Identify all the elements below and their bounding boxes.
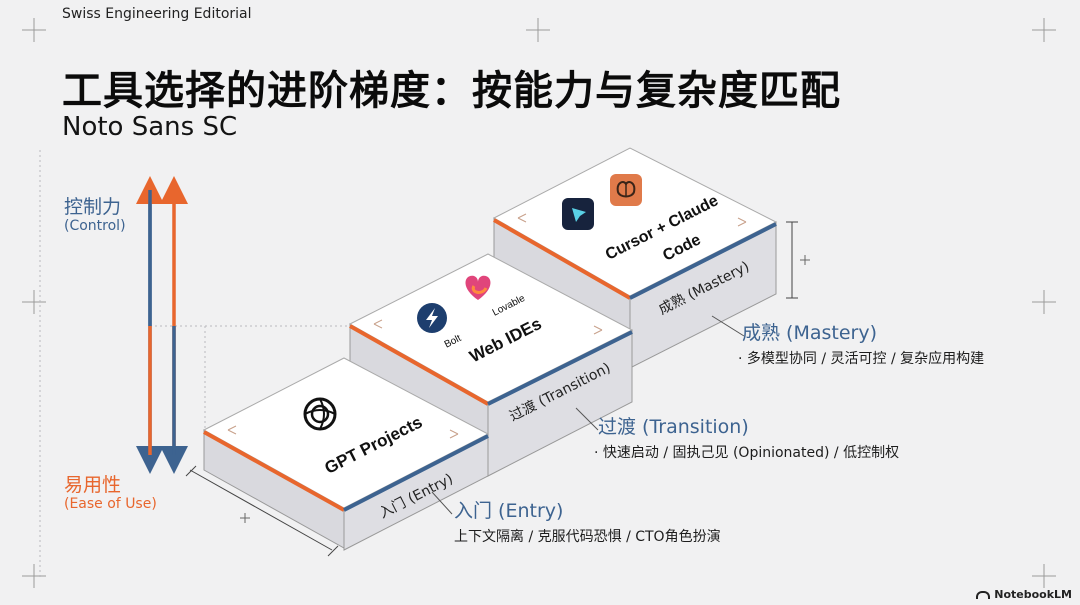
cursor-icon <box>562 198 594 230</box>
axis-ease-label: 易用性 <box>64 474 122 496</box>
tier-entry-title: 入门 (Entry) <box>454 500 564 522</box>
page-title: 工具选择的进阶梯度：按能力与复杂度匹配 <box>62 68 841 114</box>
bolt-icon <box>417 303 447 333</box>
notebooklm-icon <box>976 590 991 599</box>
axis-control-sub: (Control) <box>64 218 126 234</box>
crosshair-marks <box>22 18 1056 588</box>
dimension-bracket-right <box>786 221 798 299</box>
axis-ease-sub: (Ease of Use) <box>64 496 157 512</box>
tier-transition-desc: · 快速启动 / 固执己见 (Opinionated) / 低控制权 <box>594 445 900 461</box>
brain-icon <box>610 174 642 206</box>
page-subtitle: Noto Sans SC <box>62 112 238 142</box>
tier-mastery-desc: · 多模型协同 / 灵活可控 / 复杂应用构建 <box>738 351 985 367</box>
openai-icon <box>303 397 337 431</box>
tier-mastery-title: 成熟 (Mastery) <box>742 322 877 344</box>
notebooklm-badge: NotebookLM <box>976 588 1072 601</box>
tier-transition-title: 过渡 (Transition) <box>598 416 749 438</box>
axis-control-label: 控制力 <box>64 196 122 218</box>
brand-label: Swiss Engineering Editorial <box>62 6 252 22</box>
dimension-bracket-bottom <box>185 465 339 557</box>
lovable-heart-icon <box>465 275 491 300</box>
step-entry-block <box>202 357 490 551</box>
tier-entry-desc: 上下文隔离 / 克服代码恐惧 / CTO角色扮演 <box>454 529 721 545</box>
notebooklm-label: NotebookLM <box>994 588 1072 601</box>
